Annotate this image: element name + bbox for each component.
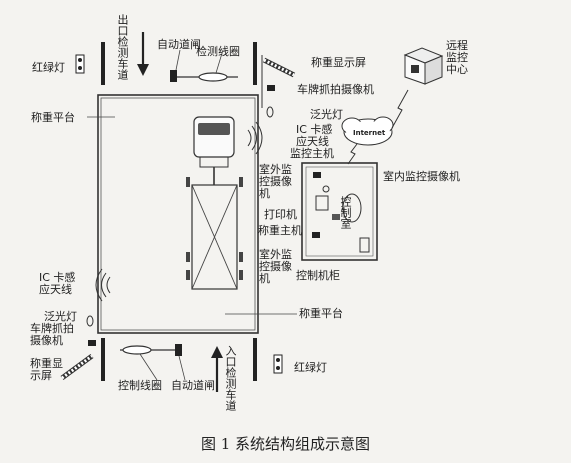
internet-label: Internet: [353, 129, 386, 137]
figure-caption: 图 1 系统结构组成示意图: [200, 435, 371, 453]
weight-display-bottom-label: 称重显 示屏: [30, 357, 63, 382]
ic-antenna-top-icon: [247, 121, 263, 155]
wall-top-left: [101, 42, 105, 85]
platform-plate: [191, 184, 238, 290]
flood-light-top-icon: [266, 106, 274, 118]
printer-label: 打印机: [264, 208, 297, 221]
flood-light-bottom-icon: [86, 315, 94, 327]
outdoor-camera-2-label: 室外监 控摄像 机: [259, 248, 292, 285]
weigh-host-label: 称重主机: [258, 224, 302, 237]
control-coil-label: 控制线圈: [118, 379, 162, 392]
ic-antenna-bottom-label: IC 卡感 应天线: [39, 271, 76, 296]
detect-coil-top: [170, 70, 238, 82]
remote-center-building-icon: [403, 47, 444, 85]
indoor-camera-label: 室内监控摄像机: [383, 170, 460, 183]
remote-center-label: 远程 监控 中心: [446, 39, 468, 76]
control-room-label: 控制室: [339, 196, 352, 229]
traffic-light-bottom-icon: [273, 354, 283, 374]
control-coil-bottom: [120, 344, 182, 356]
red-green-light-top-label: 红绿灯: [32, 61, 65, 74]
platform-bottom-label: 称重平台: [299, 307, 343, 320]
wall-bottom-right: [253, 338, 257, 381]
control-cabinet-label: 控制机柜: [296, 269, 340, 282]
wall-bottom-left: [101, 338, 105, 381]
flood-light-bottom-label: 泛光灯: [44, 310, 77, 323]
plate-camera-top-icon: [267, 85, 275, 91]
detect-coil-label: 检测线圈: [196, 45, 240, 58]
exit-arrow-icon: [137, 32, 149, 76]
weight-display-top-label: 称重显示屏: [311, 56, 366, 69]
internet-cloud-icon: [341, 116, 394, 146]
ic-antenna-bottom-icon: [95, 268, 111, 302]
leader-lines: [87, 49, 297, 381]
red-green-light-bottom-label: 红绿灯: [294, 361, 327, 374]
weigh-platform: [97, 94, 259, 334]
plate-camera-top-label: 车牌抓拍摄像机: [297, 83, 374, 96]
flood-light-top-label: 泛光灯: [310, 108, 343, 121]
control-room-box: [301, 162, 378, 261]
truck-cab-icon: [193, 116, 235, 185]
platform-left-label: 称重平台: [31, 111, 75, 124]
weight-display-top-icon: [261, 55, 296, 108]
wall-top-right: [253, 42, 257, 85]
traffic-light-top-icon: [75, 54, 85, 74]
plate-camera-bottom-icon: [88, 340, 96, 346]
monitor-host-label: 监控主机: [290, 147, 334, 160]
outdoor-camera-1-label: 室外监 控摄像 机: [259, 163, 292, 200]
entry-lane-label: 入口检测车道: [224, 345, 237, 411]
auto-gate-top-label: 自动道闸: [157, 38, 201, 51]
plate-camera-bottom-label: 车牌抓拍 摄像机: [30, 322, 74, 347]
wheel-marks: [186, 177, 243, 280]
weight-display-bottom-icon: [60, 353, 94, 381]
entry-arrow-icon: [211, 346, 223, 392]
ic-antenna-top-label: IC 卡感 应天线: [296, 123, 333, 148]
lane-walls: [101, 42, 257, 381]
exit-lane-label: 出口检测车道: [116, 14, 129, 80]
network-links: [347, 89, 409, 165]
auto-gate-bottom-label: 自动道闸: [171, 379, 215, 392]
